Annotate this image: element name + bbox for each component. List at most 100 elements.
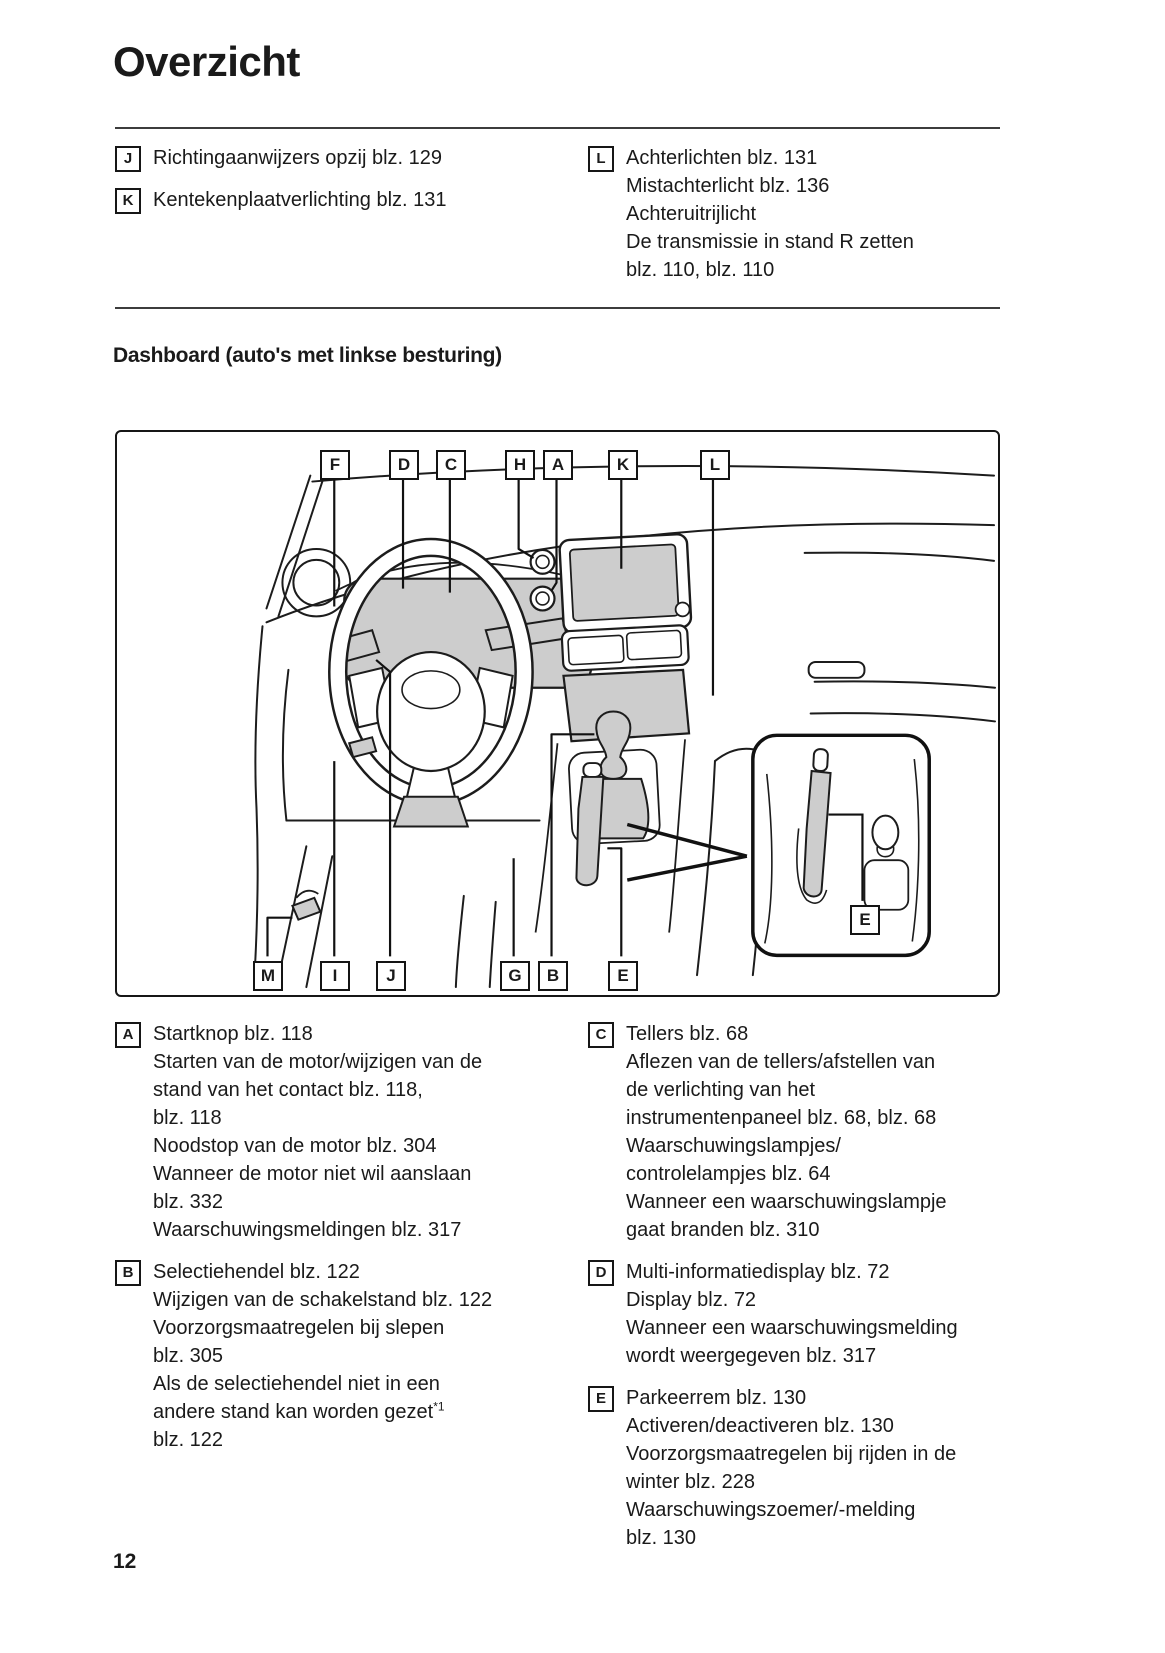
callout-I: I [320,961,350,991]
text-line: blz. 130 [626,1527,697,1549]
callout-B-text: B [115,1260,141,1286]
text-line: Activeren/deactiveren blz. 130 [626,1415,894,1437]
callout-C: C [436,450,466,480]
inset-panel [751,733,931,958]
callout-A: A [543,450,573,480]
leader-lines [266,479,715,957]
dashboard-illustration [253,465,997,989]
inset-pointer [626,822,748,882]
callout-M: M [253,961,283,991]
callout-C-text: C [588,1022,614,1048]
entry-E: E Parkeerrem blz. 130 Activeren/deactive… [588,1384,1028,1552]
text-line: De transmissie in stand R zetten [626,231,914,253]
text-line: blz. 305 [153,1345,224,1367]
text-line: Waarschuwingsmeldingen blz. 317 [153,1219,462,1241]
text-line: de verlichting van het [626,1079,816,1101]
footnote-marker: *1 [433,1399,445,1414]
text-line: Wijzigen van de schakelstand blz. 122 [153,1289,493,1311]
steering-hub [376,650,486,773]
entry-C: C Tellers blz. 68 Aflezen van de tellers… [588,1020,1028,1244]
text-line: Display blz. 72 [626,1289,757,1311]
callout-B: B [538,961,568,991]
text-line: wordt weergegeven blz. 317 [626,1345,877,1367]
column-shroud [392,795,470,828]
text-line: blz. 110, blz. 110 [626,259,775,281]
text-line: Als de selectiehendel niet in een [153,1373,440,1395]
callout-L: L [588,146,614,172]
callout-F: F [320,450,350,480]
callout-A-text: A [115,1022,141,1048]
parking-brake-lever [575,775,605,887]
callout-D: D [389,450,419,480]
text-line: Noodstop van de motor blz. 304 [153,1135,437,1157]
text-line: controlelampjes blz. 64 [626,1163,831,1185]
page-title: Overzicht [113,38,300,85]
callout-G: G [500,961,530,991]
inset-parking-brake [802,769,832,898]
text-line: stand van het contact blz. 118, [153,1079,423,1101]
inset-leader-E [828,813,864,901]
bottom-list-left: A Startknop blz. 118 Starten van de moto… [115,1020,585,1468]
text-line: Voorzorgsmaatregelen bij slepen [153,1317,445,1339]
top-list-left: J Richtingaanwijzers opzij blz. 129 K Ke… [115,144,575,228]
page-number: 12 [113,1550,137,1573]
parking-brake-button [582,762,603,778]
entry-title: Startknop blz. 118 [153,1023,313,1045]
text-line: Achteruitrijlicht [626,203,757,225]
text-line: andere stand kan worden gezet*1 [153,1398,585,1426]
callout-E-inset: E [850,905,880,935]
callout-K: K [608,450,638,480]
text-line: Starten van de motor/wijzigen van de [153,1051,483,1073]
inset-shift-knob [871,814,900,851]
text-line: instrumentenpaneel blz. 68, blz. 68 [626,1107,937,1129]
text-line: Waarschuwingslampjes/ [626,1135,841,1157]
entry-D: D Multi-informatiedisplay blz. 72 Displa… [588,1258,1028,1370]
entry-K: K Kentekenplaatverlichting blz. 131 [115,186,575,214]
center-tray [560,624,690,672]
text-line-part: andere stand kan worden gezet [153,1401,434,1423]
callout-K: K [115,188,141,214]
shift-knob [595,710,632,780]
entry-A: A Startknop blz. 118 Starten van de moto… [115,1020,585,1244]
heater-panel [562,668,691,743]
text-line: winter blz. 228 [626,1471,755,1493]
inset-brake-button [812,748,829,773]
callout-J: J [115,146,141,172]
touchscreen [558,533,693,635]
entry-title: Achterlichten blz. 131 [626,147,818,169]
top-list-right: L Achterlichten blz. 131 Mistachterlicht… [588,144,1020,298]
callout-L: L [700,450,730,480]
callout-D-text: D [588,1260,614,1286]
glovebox-latch [807,660,866,679]
dashboard-figure: F D C H A K L M I J G B E E [115,430,1000,997]
callout-H: H [505,450,535,480]
text-line: Wanneer een waarschuwingsmelding [626,1317,958,1339]
text-line: Wanneer een waarschuwingslampje [626,1191,947,1213]
panel-buttons [529,548,556,612]
callout-E-bottom: E [608,961,638,991]
text-line: gaat branden blz. 310 [626,1219,820,1241]
column-lever [347,736,378,759]
text-line: blz. 332 [153,1191,224,1213]
a-pillar [265,474,312,610]
text-line: Waarschuwingszoemer/-melding [626,1499,916,1521]
bottom-list-right: C Tellers blz. 68 Aflezen van de tellers… [588,1020,1028,1566]
divider-middle [115,307,1000,309]
air-vent [281,547,352,618]
text-line: Mistachterlicht blz. 136 [626,175,830,197]
entry-title: Richtingaanwijzers opzij blz. 129 [153,147,443,169]
entry-B: B Selectiehendel blz. 122 Wijzigen van d… [115,1258,585,1454]
section-heading: Dashboard (auto's met linkse besturing) [113,344,502,367]
text-line: Aflezen van de tellers/afstellen van [626,1051,936,1073]
text-line: blz. 122 [153,1429,224,1451]
entry-J: J Richtingaanwijzers opzij blz. 129 [115,144,575,172]
text-line: Voorzorgsmaatregelen bij rijden in de [626,1443,957,1465]
entry-L: L Achterlichten blz. 131 Mistachterlicht… [588,144,1020,284]
steering-wheel [328,537,534,806]
divider-top [115,127,1000,129]
entry-title: Kentekenplaatverlichting blz. 131 [153,189,447,211]
callout-J-bottom: J [376,961,406,991]
text-line: blz. 118 [153,1107,222,1129]
bonnet-release-lever [291,896,322,921]
